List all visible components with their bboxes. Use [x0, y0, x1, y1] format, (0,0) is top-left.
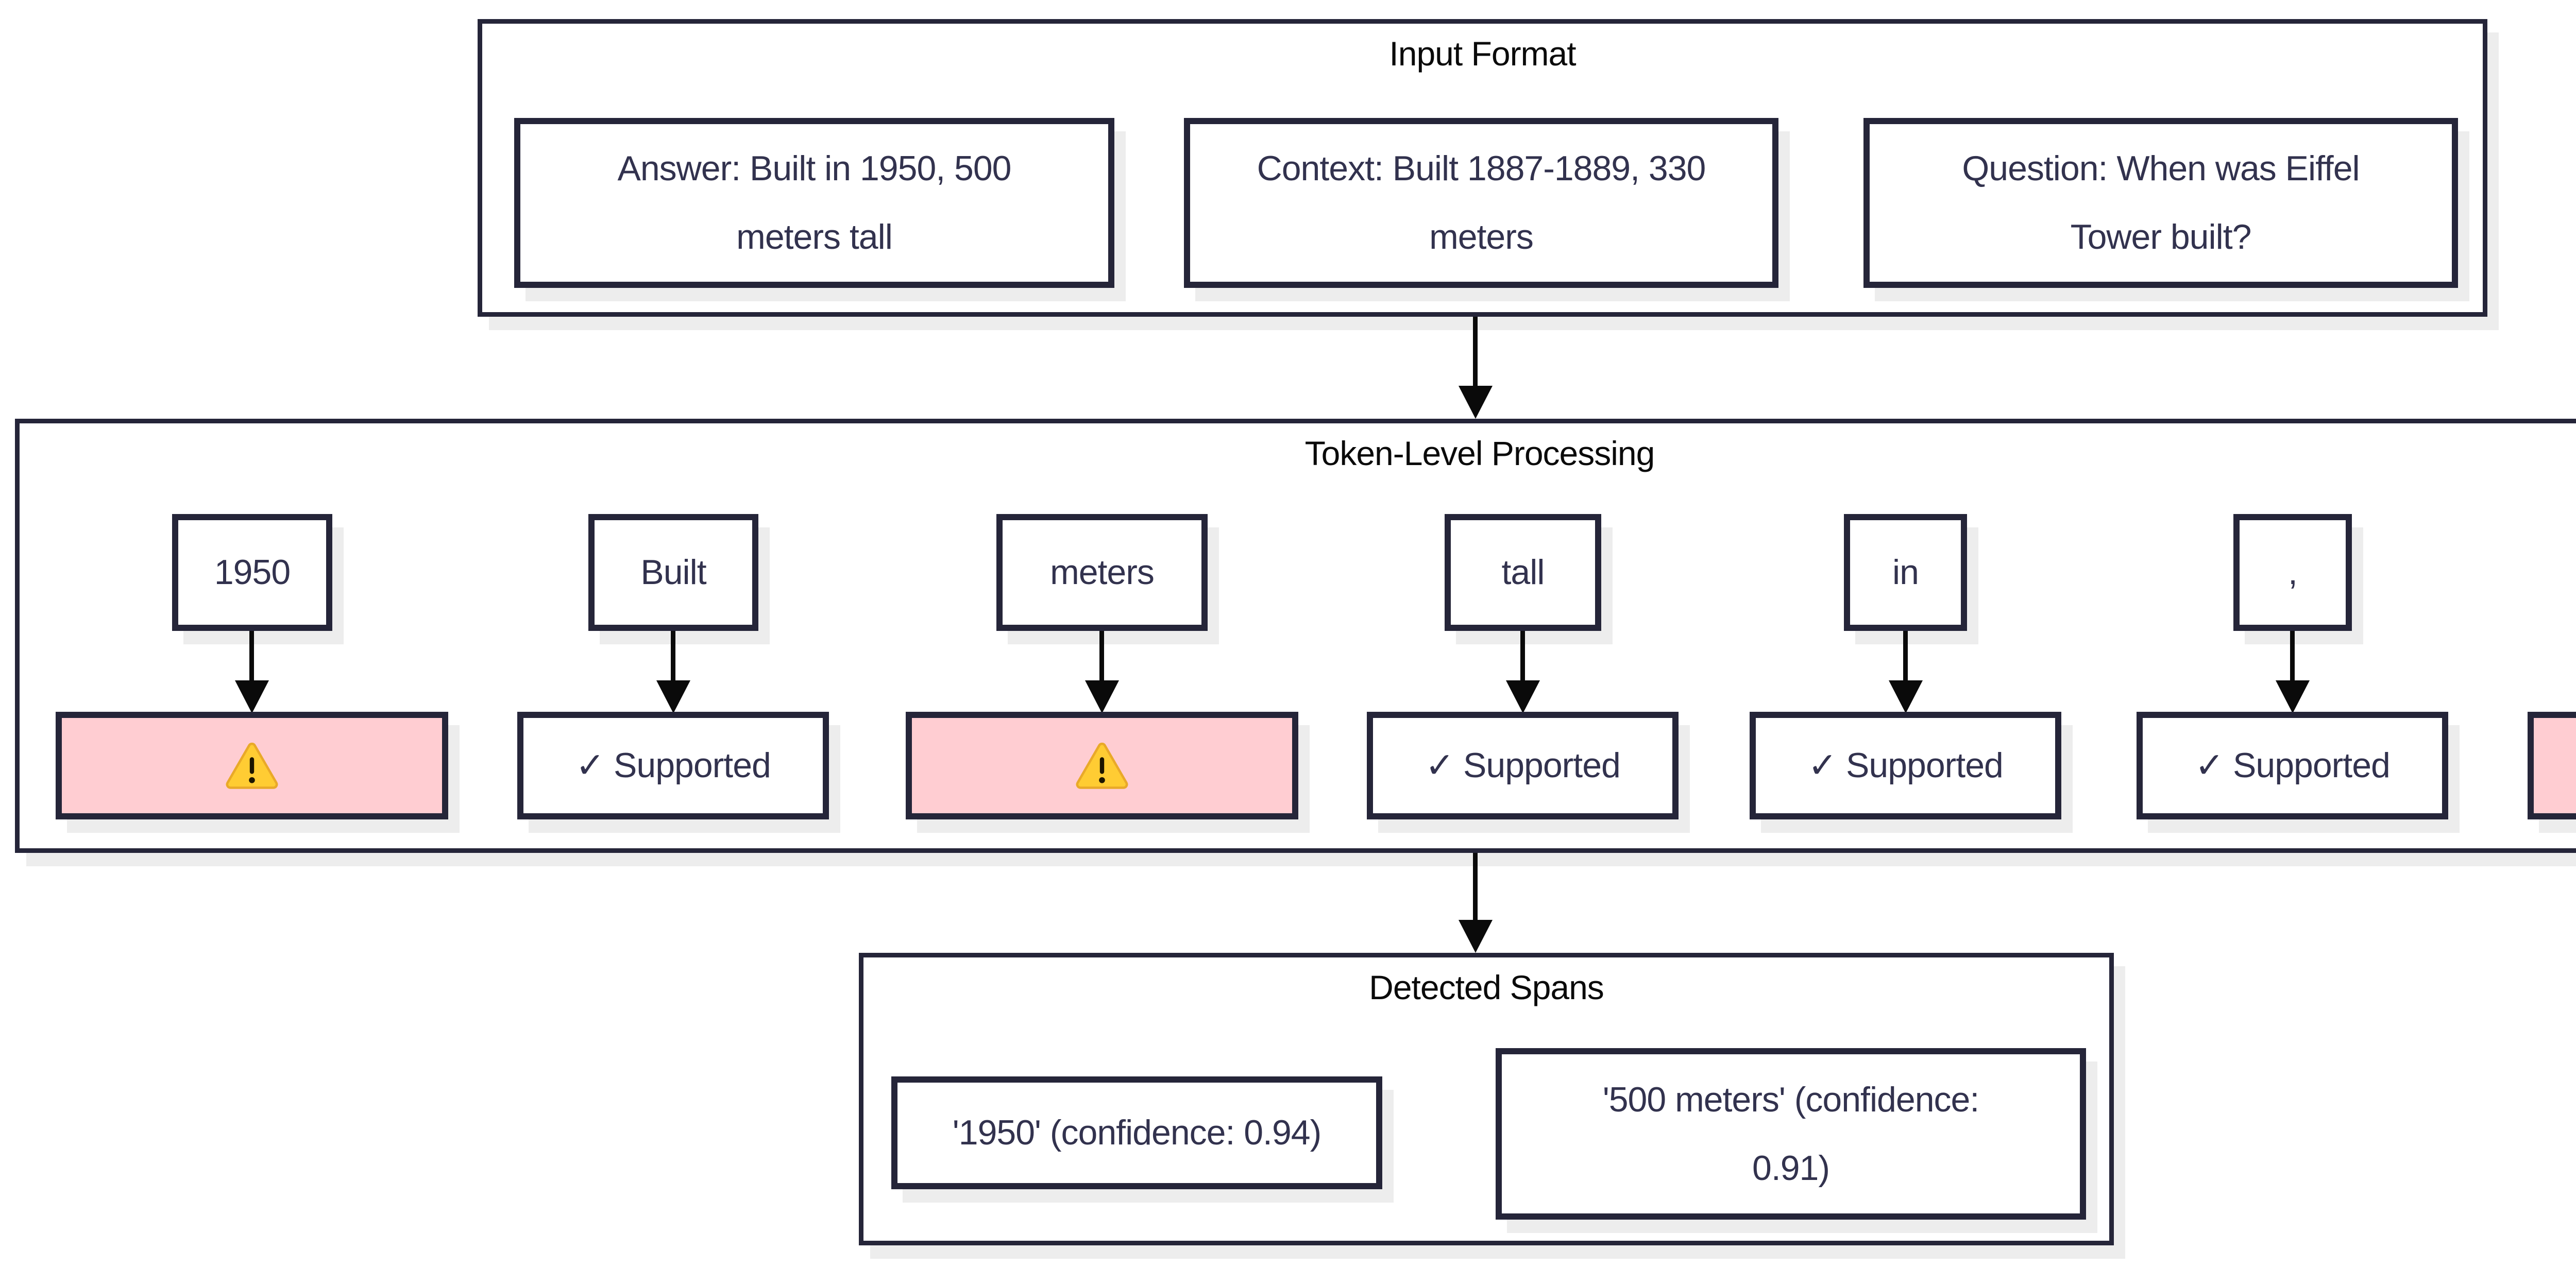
token-processing-title: Token-Level Processing — [1304, 434, 1655, 472]
token-node-1950: 1950 — [172, 514, 332, 631]
span-node-500-meters: '500 meters' (confidence: 0.91) — [1496, 1048, 2086, 1220]
flow-arrow-input-to-tokens — [1459, 317, 1493, 419]
token-arrow-1950 — [235, 631, 269, 713]
span-label: '500 meters' (confidence: 0.91) — [1602, 1080, 1979, 1188]
arrow-head-icon — [656, 680, 690, 713]
status-node-in-supported: ✓ Supported — [1750, 712, 2061, 819]
token-processing-group: Token-Level Processing 1950 Built ✓ Supp… — [15, 419, 2576, 853]
status-label: ✓ Supported — [2195, 746, 2391, 785]
token-label: meters — [1050, 553, 1155, 592]
arrow-line — [1473, 317, 1478, 386]
arrow-line — [1099, 631, 1104, 680]
token-arrow-meters — [1085, 631, 1119, 713]
status-node-1950-warning — [56, 712, 448, 819]
arrow-head-icon — [2276, 680, 2310, 713]
arrow-line — [1473, 853, 1478, 920]
status-node-meters-warning — [906, 712, 1298, 819]
status-label: ✓ Supported — [575, 746, 771, 785]
arrow-head-icon — [1459, 386, 1493, 419]
warning-icon — [225, 742, 279, 790]
token-arrow-built — [656, 631, 690, 713]
token-node-in: in — [1844, 514, 1967, 631]
arrow-line — [1903, 631, 1908, 680]
token-node-meters: meters — [996, 514, 1208, 631]
token-label: , — [2288, 553, 2298, 592]
arrow-line — [1520, 631, 1525, 680]
span-node-1950: '1950' (confidence: 0.94) — [891, 1076, 1382, 1189]
arrow-head-icon — [1889, 680, 1923, 713]
arrow-head-icon — [1085, 680, 1119, 713]
question-node: Question: When was Eiffel Tower built? — [1863, 118, 2458, 288]
context-node: Context: Built 1887-1889, 330 meters — [1184, 118, 1778, 288]
token-label: 1950 — [214, 553, 291, 592]
arrow-head-icon — [1506, 680, 1540, 713]
token-label: tall — [1501, 553, 1545, 592]
token-label: Built — [640, 553, 706, 592]
answer-node: Answer: Built in 1950, 500 meters tall — [514, 118, 1114, 288]
warning-icon — [1075, 742, 1129, 790]
token-arrow-tall — [1506, 631, 1540, 713]
arrow-head-icon — [235, 680, 269, 713]
status-node-built-supported: ✓ Supported — [517, 712, 829, 819]
token-node-tall: tall — [1445, 514, 1601, 631]
status-label: ✓ Supported — [1808, 746, 2004, 785]
arrow-line — [249, 631, 254, 680]
token-node-built: Built — [588, 514, 758, 631]
arrow-line — [671, 631, 675, 680]
input-format-title: Input Format — [1389, 35, 1576, 73]
status-node-comma-supported: ✓ Supported — [2137, 712, 2448, 819]
question-label: Question: When was Eiffel Tower built? — [1962, 149, 2360, 256]
status-node-tall-supported: ✓ Supported — [1367, 712, 1679, 819]
arrow-head-icon — [1459, 920, 1493, 953]
input-format-group: Input Format Answer: Built in 1950, 500 … — [478, 19, 2487, 317]
status-node-500-warning — [2528, 712, 2576, 819]
span-label: '1950' (confidence: 0.94) — [952, 1113, 1321, 1153]
context-label: Context: Built 1887-1889, 330 meters — [1257, 149, 1706, 256]
status-label: ✓ Supported — [1425, 746, 1621, 785]
detected-spans-group: Detected Spans '1950' (confidence: 0.94)… — [859, 953, 2114, 1245]
flow-arrow-tokens-to-spans — [1459, 853, 1493, 953]
answer-label: Answer: Built in 1950, 500 meters tall — [617, 149, 1011, 256]
arrow-line — [2290, 631, 2295, 680]
detected-spans-title: Detected Spans — [1369, 968, 1604, 1006]
token-arrow-comma — [2276, 631, 2310, 713]
token-label: in — [1892, 553, 1919, 592]
token-node-comma: , — [2233, 514, 2352, 631]
token-arrow-in — [1889, 631, 1923, 713]
